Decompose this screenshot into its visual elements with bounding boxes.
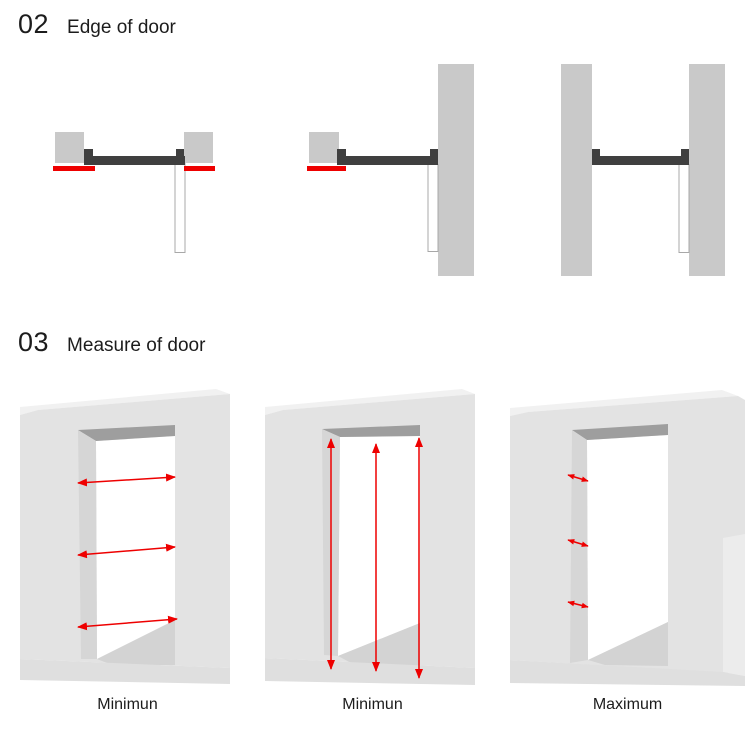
measure-arrow-bottom — [77, 615, 178, 631]
mount-block-left — [55, 132, 84, 163]
floor-strip — [20, 659, 230, 684]
wall-side-face — [723, 534, 745, 676]
floor-through-opening — [588, 622, 668, 666]
height-measure-arrows — [327, 437, 423, 679]
floor-through-opening — [97, 620, 175, 665]
edge-of-door-figure — [53, 64, 725, 276]
door-opening — [338, 436, 420, 656]
depth-measure-arrows — [567, 474, 589, 609]
door-panel — [678, 164, 690, 253]
figure-caption-minimum-2: Minimun — [342, 696, 403, 713]
section-number: 03 — [18, 327, 50, 357]
edge-diagram-ceiling-mount — [53, 132, 215, 253]
door-opening — [587, 435, 668, 660]
mount-block-left — [309, 132, 339, 163]
section-title: Measure of door — [67, 335, 206, 356]
measure-arrow-bottom — [567, 600, 589, 609]
wall-top-face — [20, 389, 230, 415]
section-number: 02 — [18, 9, 50, 39]
edge-highlight-right — [184, 166, 215, 171]
track-bar — [592, 156, 689, 165]
edge-highlight-left — [307, 166, 346, 171]
measure-arrow-top — [567, 474, 589, 482]
measure-arrow-middle — [567, 539, 589, 547]
mount-block-right — [184, 132, 213, 163]
wall-top-face — [510, 390, 738, 416]
section-title: Edge of door — [67, 17, 176, 38]
edge-diagram-wall-to-wall — [561, 64, 725, 276]
measure-arrow-middle — [77, 543, 176, 559]
wall-column-left — [561, 64, 592, 276]
left-jamb — [78, 430, 97, 659]
edge-highlight-left — [53, 166, 95, 171]
door-panel — [174, 163, 186, 253]
wall-top-face — [265, 389, 475, 415]
track-bar — [84, 156, 185, 165]
figure-caption-maximum: Maximum — [592, 696, 663, 713]
measure-arrow-top — [77, 473, 176, 487]
left-jamb — [570, 430, 588, 663]
door-figure-depth-measure — [510, 390, 745, 686]
lintel — [78, 425, 175, 441]
floor-strip — [510, 660, 745, 686]
section-header-edge-of-door: 02 Edge of door — [18, 9, 176, 40]
door-panel — [427, 164, 439, 252]
door-figure-height-measure — [265, 389, 475, 685]
wall-column — [438, 64, 474, 276]
figure-caption-minimum-1: Minimun — [97, 696, 158, 713]
section-header-measure-of-door: 03 Measure of door — [18, 327, 206, 358]
track-bar — [337, 156, 438, 165]
lintel — [322, 425, 420, 437]
door-figure-width-measure — [20, 389, 230, 684]
edge-diagram-block-to-wall — [307, 64, 474, 276]
wall-column-right — [689, 64, 725, 276]
lintel — [572, 424, 668, 440]
width-measure-arrows — [77, 473, 178, 631]
